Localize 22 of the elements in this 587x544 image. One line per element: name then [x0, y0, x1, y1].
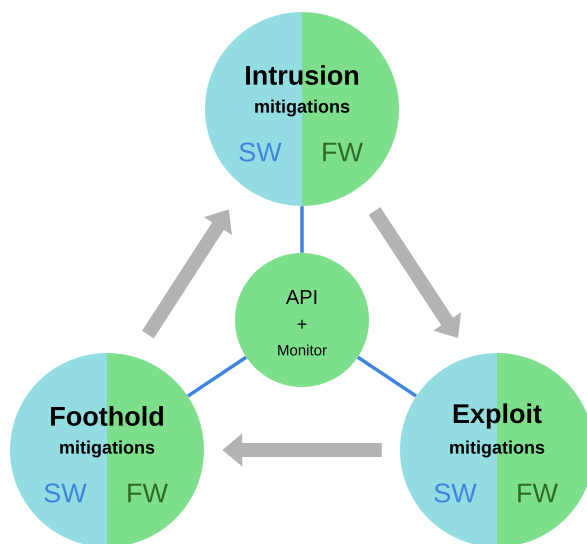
software-label: SW: [239, 142, 282, 162]
node-subtitle: mitigations: [255, 100, 350, 116]
connector-line: [186, 356, 248, 398]
node-title: Foothold: [51, 406, 163, 426]
node-subtitle: mitigations: [60, 440, 154, 458]
node-title: Intrusion: [246, 65, 358, 85]
firmware-label: FW: [323, 142, 363, 162]
node-subtitle: mitigations: [450, 440, 544, 458]
software-label: SW: [434, 483, 477, 503]
center-circle: [235, 253, 369, 387]
firmware-label: FW: [128, 484, 168, 502]
split-circle: [10, 353, 204, 544]
software-label: SW: [44, 483, 87, 503]
split-circle: [205, 12, 399, 206]
connector-line: [356, 356, 418, 398]
node-label: Monitor: [278, 344, 327, 356]
split-circle: [400, 353, 587, 544]
connector-line: [300, 206, 304, 253]
node-title: Exploit: [454, 403, 542, 429]
node-label: +: [298, 320, 306, 329]
node-label: API: [286, 290, 316, 304]
firmware-label: FW: [518, 484, 558, 502]
